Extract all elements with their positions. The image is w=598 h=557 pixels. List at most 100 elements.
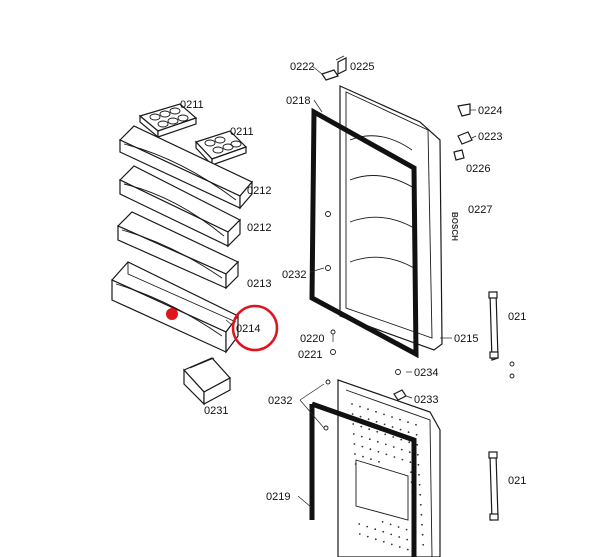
perforation-dot bbox=[397, 526, 400, 528]
perforation-dot bbox=[410, 471, 412, 474]
perforation-dot bbox=[378, 460, 380, 463]
perforation-dot bbox=[353, 443, 356, 445]
perforation-dot bbox=[354, 463, 357, 465]
perforation-dot bbox=[418, 473, 420, 476]
hinge-0226 bbox=[453, 149, 465, 161]
perforation-dot bbox=[391, 426, 394, 428]
perforation-dot bbox=[392, 446, 395, 448]
perforation-dot bbox=[408, 441, 411, 444]
label-0218: 0218 bbox=[286, 95, 310, 107]
perforation-dot bbox=[366, 525, 369, 528]
lower-door-gasket bbox=[309, 401, 417, 557]
perforation-dot bbox=[376, 430, 379, 433]
label-021-right-upper: 021 bbox=[508, 311, 526, 323]
label-0227: 0227 bbox=[468, 204, 492, 216]
small-screws-right bbox=[509, 361, 515, 379]
perforation-dot bbox=[390, 533, 393, 536]
label-0219: 0219 bbox=[266, 491, 290, 503]
perforation-dot bbox=[375, 410, 377, 413]
perforation-dot bbox=[415, 423, 417, 426]
handle-0215 bbox=[488, 291, 499, 361]
perforation-dot bbox=[417, 463, 420, 466]
washer-0221 bbox=[330, 349, 336, 355]
label-0226: 0226 bbox=[466, 163, 490, 175]
egg-tray-bottom bbox=[194, 130, 248, 167]
perforation-dot bbox=[377, 450, 380, 453]
label-0214: 0214 bbox=[236, 323, 260, 335]
perforation-dot bbox=[382, 530, 385, 533]
perforation-dot bbox=[381, 520, 384, 523]
perforation-dot bbox=[383, 423, 386, 426]
label-0220: 0220 bbox=[300, 333, 324, 345]
perforation-dot bbox=[370, 458, 372, 461]
highlight-dot bbox=[166, 308, 178, 320]
door-shelf-0212-upper bbox=[118, 165, 242, 248]
perforation-dot bbox=[409, 461, 412, 464]
hinge-0225 bbox=[335, 55, 347, 75]
perforation-dot bbox=[367, 408, 369, 411]
perforation-dot bbox=[368, 428, 371, 431]
screws-0232-lower bbox=[323, 379, 331, 431]
perforation-dot bbox=[422, 543, 425, 546]
perforation-dot bbox=[382, 540, 385, 543]
perforation-dot bbox=[368, 438, 371, 441]
label-0223: 0223 bbox=[478, 131, 502, 143]
upper-door-gasket bbox=[309, 107, 419, 359]
perforation-dot bbox=[375, 420, 378, 423]
screw-0220 bbox=[330, 329, 336, 342]
perforation-dot bbox=[398, 536, 401, 538]
door-shelf-0212-lower bbox=[116, 211, 240, 290]
perforation-dot bbox=[419, 493, 422, 496]
perforation-dot bbox=[401, 458, 404, 461]
perforation-dot bbox=[408, 451, 411, 454]
label-0232-a: 0232 bbox=[282, 269, 306, 281]
perforation-dot bbox=[399, 428, 402, 431]
label-0211-b: 0211 bbox=[230, 126, 254, 138]
perforation-dot bbox=[360, 425, 363, 428]
perforation-dot bbox=[366, 535, 369, 538]
label-0234: 0234 bbox=[414, 367, 438, 379]
brand-text: BOSCH bbox=[450, 212, 459, 241]
perforation-dot bbox=[362, 455, 364, 458]
perforation-dot bbox=[384, 443, 387, 446]
perforation-dot bbox=[358, 523, 361, 525]
label-021-right-lower: 021 bbox=[508, 475, 526, 487]
label-0212-a: 0212 bbox=[247, 185, 271, 197]
perforation-dot bbox=[369, 448, 372, 451]
perforation-dot bbox=[389, 523, 392, 526]
perforation-dot bbox=[383, 413, 385, 416]
perforation-dot bbox=[367, 418, 370, 421]
perforation-dot bbox=[419, 503, 422, 506]
label-0211-a: 0211 bbox=[180, 99, 204, 111]
handle-lower bbox=[488, 451, 499, 521]
perforation-dot bbox=[374, 528, 377, 531]
hinge-0223 bbox=[457, 131, 473, 145]
label-0222: 0222 bbox=[290, 61, 314, 73]
label-0225: 0225 bbox=[350, 61, 374, 73]
label-0215: 0215 bbox=[454, 333, 478, 345]
perforation-dot bbox=[416, 443, 419, 446]
perforation-dot bbox=[406, 538, 409, 541]
label-0232-b: 0232 bbox=[268, 395, 292, 407]
label-0231: 0231 bbox=[204, 405, 228, 417]
perforation-dot bbox=[421, 523, 423, 526]
perforation-dot bbox=[391, 416, 393, 418]
perforation-dot bbox=[385, 453, 388, 456]
perforation-dot bbox=[393, 456, 396, 458]
perforation-dot bbox=[351, 403, 353, 405]
highlight-circle bbox=[231, 304, 279, 352]
perforation-dot bbox=[421, 533, 424, 536]
butter-compartment bbox=[182, 357, 231, 406]
perforation-dot bbox=[374, 538, 377, 541]
label-0213: 0213 bbox=[247, 278, 271, 290]
perforation-dot bbox=[358, 533, 361, 535]
perforation-dot bbox=[400, 448, 403, 451]
perforation-dot bbox=[420, 513, 423, 516]
perforation-dot bbox=[392, 436, 395, 438]
label-0233: 0233 bbox=[414, 394, 438, 406]
perforation-dot bbox=[398, 546, 401, 548]
upper-door-outer: BOSCH bbox=[339, 85, 459, 351]
perforation-dot bbox=[361, 445, 364, 448]
perforation-dot bbox=[359, 415, 362, 418]
